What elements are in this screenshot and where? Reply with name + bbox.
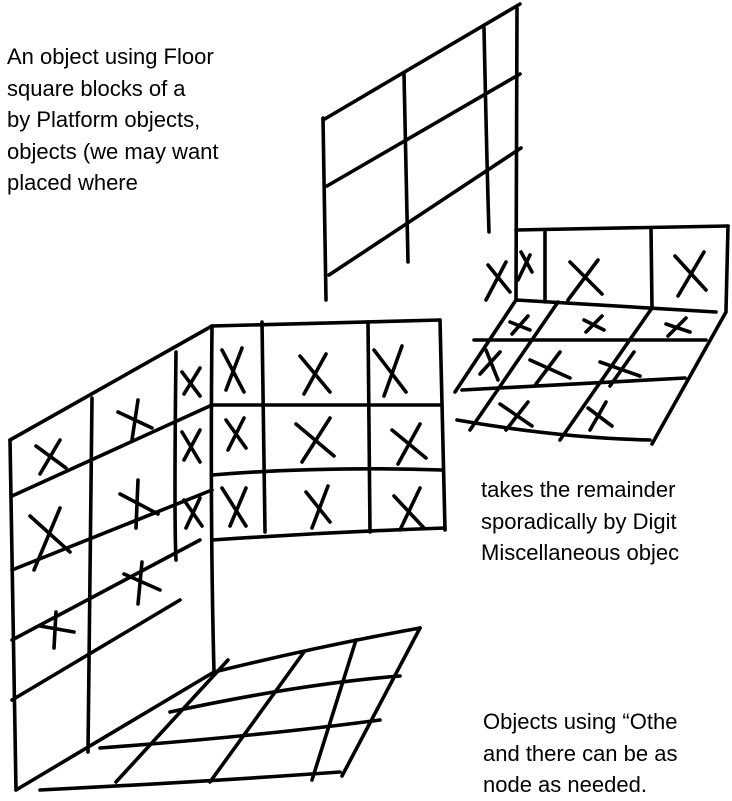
wall-line xyxy=(175,352,176,560)
wall-line xyxy=(651,228,652,308)
lower-left-sketch xyxy=(0,318,455,799)
wall-edge xyxy=(726,226,728,310)
wall-corner xyxy=(516,8,517,300)
wall-line xyxy=(368,322,370,532)
